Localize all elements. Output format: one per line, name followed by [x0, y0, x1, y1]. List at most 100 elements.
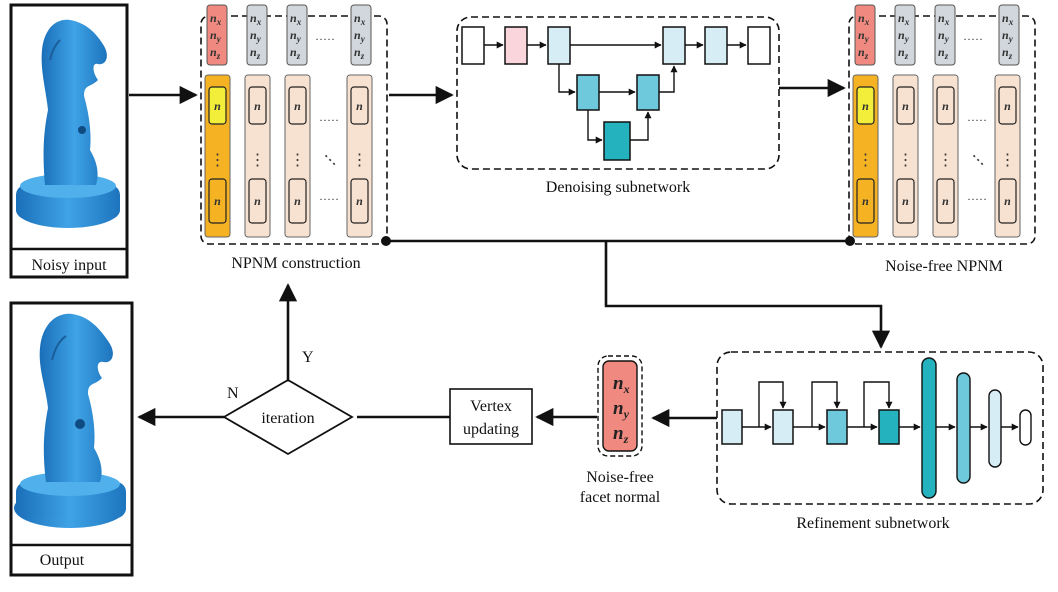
denoise-layer-6 — [704, 26, 728, 65]
nfnpnm-cell-bottom-0 — [856, 178, 875, 224]
nfnpnm-cell-top-text-3: n — [1004, 99, 1011, 113]
npnm-cell-bottom-0 — [208, 178, 227, 224]
refine-layer-input — [721, 409, 743, 445]
refine-res-block-2 — [826, 409, 848, 445]
npnm-normal-3-nz: nz — [354, 45, 365, 61]
npnm-construction-label: NPNM construction — [231, 255, 360, 272]
npnm-cell-top-0 — [208, 86, 227, 125]
npnm-normal-1 — [246, 4, 268, 66]
nfnpnm-normal-0-nz: nz — [858, 45, 869, 61]
noise-free-label-line1: Noise-free — [586, 469, 654, 486]
noisy-input-label: Noisy input — [31, 257, 107, 274]
nfnpnm-cell-bottom-2 — [936, 178, 955, 224]
nfnpnm-normal-3-nx: nx — [1002, 11, 1014, 27]
refine-fc-3 — [988, 389, 1002, 468]
npnm-cell-top-text-0: n — [214, 99, 221, 113]
npnm-cell-dots-0: ⋮ — [210, 152, 226, 169]
nfnpnm-normal-1-nz: nz — [898, 45, 909, 61]
nfnpnm-cell-top-text-2: n — [942, 99, 949, 113]
junction-dot-left — [381, 236, 391, 246]
npnm-cell-top-text-1: n — [254, 99, 261, 113]
refine-res-block-1 — [772, 409, 794, 445]
npnm-normal-dots: ····· — [315, 32, 335, 46]
npnm-cell-bottom-text-0: n — [214, 194, 221, 208]
nfnpnm-cell-bottom-text-1: n — [902, 194, 909, 208]
denoise-layer-1 — [504, 26, 528, 65]
npnm-cell-bottom-text-2: n — [294, 194, 301, 208]
nfnpnm-cell-bottom-text-0: n — [862, 194, 869, 208]
npnm-normal-0 — [206, 4, 228, 66]
denoise-layer-2 — [547, 26, 571, 65]
npnm-cell-bottom-text-3: n — [356, 194, 363, 208]
nfnpnm-normal-dots: ····· — [963, 32, 983, 46]
facet-normal-nx: nx — [613, 373, 630, 396]
refine-output — [1019, 409, 1032, 446]
nfnpnm-col-dots-top: ····· — [967, 113, 987, 127]
denoise-layer-output — [747, 26, 771, 65]
npnm-cell-dots-1: ⋮ — [250, 152, 266, 169]
npnm-normal-3-ny: ny — [354, 28, 366, 44]
iteration-decision: iteration — [222, 378, 354, 456]
npnm-cell-bottom-text-1: n — [254, 194, 261, 208]
nfnpnm-cell-top-0 — [856, 86, 875, 125]
refine-fc-2 — [956, 372, 971, 484]
nfnpnm-normal-2-nz: nz — [938, 45, 949, 61]
npnm-cell-dots-3: ⋮ — [352, 152, 368, 169]
npnm-normal-3-nx: nx — [354, 11, 366, 27]
nfnpnm-cell-top-text-0: n — [862, 99, 869, 113]
nfnpnm-cell-bottom-3 — [998, 178, 1017, 224]
facet-normal-nz: nz — [613, 423, 629, 446]
nfnpnm-normal-1 — [894, 4, 916, 66]
nfnpnm-cell-top-2 — [936, 86, 955, 125]
nfnpnm-col-dots-bottom: ····· — [967, 192, 987, 206]
arrow-to-refinement — [604, 241, 891, 349]
nfnpnm-cell-dots-0: ⋮ — [858, 152, 874, 169]
nfnpnm-cell-top-text-1: n — [902, 99, 909, 113]
nfnpnm-normal-3-ny: ny — [1002, 28, 1014, 44]
npnm-normal-0-ny: ny — [210, 28, 222, 44]
npnm-normal-1-nx: nx — [250, 11, 262, 27]
noise-free-facet-normal: nx ny nz — [597, 355, 643, 457]
no-label: N — [227, 385, 239, 402]
npnm-cell-top-text-3: n — [356, 99, 363, 113]
denoising-subnetwork-label: Denoising subnetwork — [546, 179, 690, 196]
npnm-normal-0-nx: nx — [210, 11, 222, 27]
facet-normal-ny: ny — [613, 398, 630, 421]
nfnpnm-normal-3 — [998, 4, 1020, 66]
denoise-layer-5 — [662, 26, 686, 65]
connectors — [129, 78, 891, 428]
nfnpnm-normal-0-nx: nx — [858, 11, 870, 27]
denoise-layer-3 — [576, 74, 600, 111]
denoise-layer-input — [461, 26, 485, 65]
refinement-subnetwork-block — [716, 351, 1044, 505]
denoising-subnetwork-block — [456, 16, 780, 170]
nfnpnm-cell-bottom-text-3: n — [1004, 194, 1011, 208]
npnm-cell-top-3 — [350, 86, 369, 125]
npnm-cell-top-1 — [248, 86, 267, 125]
nfnpnm-cell-dots-3: ⋮ — [1000, 152, 1016, 169]
npnm-cell-bottom-1 — [248, 178, 267, 224]
vertex-updating-box: Vertex updating — [449, 388, 533, 445]
npnm-cell-bottom-3 — [350, 178, 369, 224]
output-label: Output — [40, 552, 85, 569]
denoise-layer-bottleneck — [603, 121, 631, 161]
nfnpnm-cell-top-3 — [998, 86, 1017, 125]
noise-free-label-line2: facet normal — [580, 489, 661, 506]
npnm-normal-2 — [286, 4, 308, 66]
npnm-col-dots-diag: ⋮ — [319, 149, 342, 172]
noisy-input-panel: Noisy input — [9, 3, 129, 279]
nfnpnm-col-dots-diag: ⋮ — [967, 149, 990, 172]
output-panel: Output — [9, 301, 134, 577]
junction-dot-right — [845, 236, 855, 246]
nfnpnm-normal-2-nx: nx — [938, 11, 950, 27]
refine-fc-1 — [921, 357, 937, 499]
nfnpnm-normal-1-ny: ny — [898, 28, 910, 44]
nfnpnm-cell-bottom-1 — [896, 178, 915, 224]
npnm-normal-2-nx: nx — [290, 11, 302, 27]
nfnpnm-normal-3-nz: nz — [1002, 45, 1013, 61]
npnm-col-dots-top: ····· — [319, 113, 339, 127]
npnm-normal-0-nz: nz — [210, 45, 221, 61]
npnm-normal-2-nz: nz — [290, 45, 301, 61]
